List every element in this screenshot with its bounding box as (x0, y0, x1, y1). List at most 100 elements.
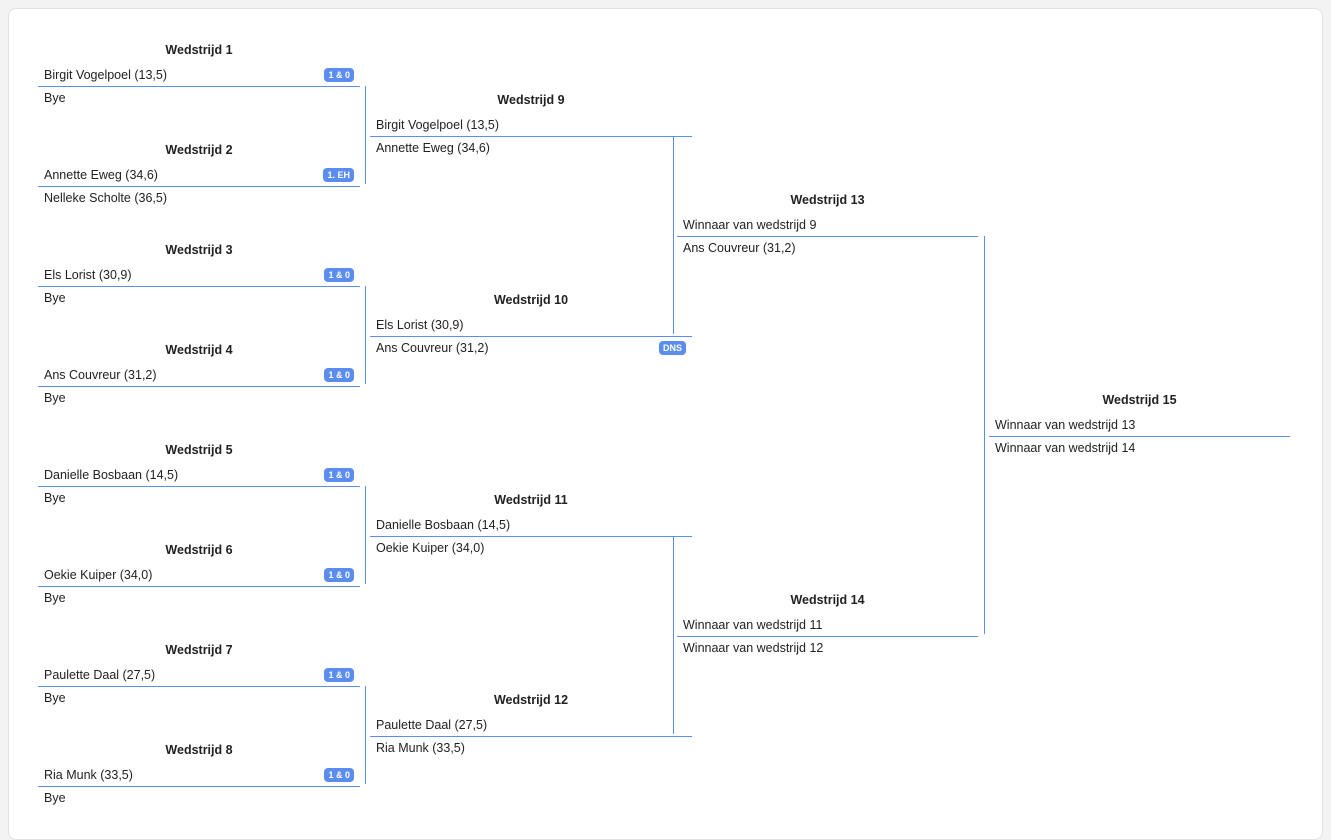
match-8[interactable]: Wedstrijd 8 Ria Munk (33,5) 1 & 0 Bye (38, 741, 360, 807)
player-slot-1[interactable]: Danielle Bosbaan (14,5) (370, 514, 692, 536)
match-10[interactable]: Wedstrijd 10 Els Lorist (30,9) Ans Couvr… (370, 291, 692, 357)
divider (38, 786, 360, 787)
player-name: Ans Couvreur (31,2) (44, 368, 157, 382)
player-slot-2[interactable]: Ria Munk (33,5) (370, 737, 692, 759)
player-slot-2[interactable]: Winnaar van wedstrijd 12 (677, 637, 978, 659)
result-badge: 1 & 0 (324, 768, 354, 782)
bracket-card (8, 8, 1323, 840)
result-badge: DNS (658, 341, 686, 355)
player-slot-2[interactable]: Ans Couvreur (31,2) (677, 237, 978, 259)
player-slot-1[interactable]: Els Lorist (30,9) (370, 314, 692, 336)
player-slot-1[interactable]: Ans Couvreur (31,2)1 & 0 (38, 364, 360, 386)
match-title: Wedstrijd 15 (1102, 393, 1177, 407)
connector-line (365, 86, 366, 184)
match-7[interactable]: Wedstrijd 7 Paulette Daal (27,5)1 & 0 By… (38, 641, 360, 707)
match-3[interactable]: Wedstrijd 3 Els Lorist (30,9) 1 & 0 Bye (38, 241, 360, 307)
player-name: Winnaar van wedstrijd 12 (683, 641, 824, 655)
result-badge: 1 & 0 (324, 568, 354, 582)
player-slot-2[interactable]: Bye (38, 787, 360, 809)
player-slot-2[interactable]: Annette Eweg (34,6) (370, 137, 692, 159)
player-slot-1[interactable]: Ria Munk (33,5) 1 & 0 (38, 764, 360, 786)
player-name: Ria Munk (33,5) (44, 768, 133, 782)
player-name: Annette Eweg (34,6) (376, 141, 490, 155)
match-11[interactable]: Wedstrijd 11 Danielle Bosbaan (14,5) Oek… (370, 491, 692, 557)
player-slot-1[interactable]: Birgit Vogelpoel (13,5)1 & 0 (38, 64, 360, 86)
player-slot-2[interactable]: Nelleke Scholte (36,5) (38, 187, 360, 209)
result-badge: 1 & 0 (324, 268, 354, 282)
player-slot-1[interactable]: Winnaar van wedstrijd 13 (989, 414, 1290, 436)
player-slot-1[interactable]: Paulette Daal (27,5) (370, 714, 692, 736)
player-name: Winnaar van wedstrijd 14 (995, 441, 1136, 455)
player-name: Winnaar van wedstrijd 13 (995, 418, 1136, 432)
match-5[interactable]: Wedstrijd 5 Danielle Bosbaan (14,5) 1 & 0… (38, 441, 360, 507)
player-name: Ria Munk (33,5) (376, 741, 465, 755)
divider (677, 636, 978, 637)
player-slot-1[interactable]: Paulette Daal (27,5)1 & 0 (38, 664, 360, 686)
player-name: Danielle Bosbaan (14,5) (376, 518, 511, 532)
player-slot-1[interactable]: Annette Eweg (34,6)1. EH (38, 164, 360, 186)
player-slot-2[interactable]: Oekie Kuiper (34,0) (370, 537, 692, 559)
player-slot-1[interactable]: Oekie Kuiper (34,0) 1 & 0 (38, 564, 360, 586)
match-title: Wedstrijd 4 (165, 343, 233, 357)
connector-line (673, 136, 674, 334)
match-title: Wedstrijd 2 (165, 143, 233, 157)
divider (370, 336, 692, 337)
player-name: Ans Couvreur (31,2) (376, 341, 489, 355)
match-title: Wedstrijd 10 (493, 293, 569, 307)
player-name: Els Lorist (30,9) (376, 318, 464, 332)
player-slot-2[interactable]: Bye (38, 87, 360, 109)
connector-line (365, 486, 366, 584)
match-1[interactable]: Wedstrijd 1 Birgit Vogelpoel (13,5)1 & 0… (38, 41, 360, 107)
player-name: Oekie Kuiper (34,0) (44, 568, 153, 582)
divider (38, 486, 360, 487)
match-12[interactable]: Wedstrijd 12 Paulette Daal (27,5) Ria Mu… (370, 691, 692, 757)
match-13[interactable]: Wedstrijd 13 Winnaar van wedstrijd 9 Ans… (677, 191, 978, 257)
player-slot-2[interactable]: Bye (38, 287, 360, 309)
player-name: Bye (44, 591, 66, 605)
player-slot-1[interactable]: Danielle Bosbaan (14,5) 1 & 0 (38, 464, 360, 486)
match-title: Wedstrijd 7 (165, 643, 233, 657)
player-name: Annette Eweg (34,6) (44, 168, 158, 182)
match-title: Wedstrijd 14 (790, 593, 865, 607)
player-name: Birgit Vogelpoel (13,5) (376, 118, 499, 132)
player-name: Winnaar van wedstrijd 9 (683, 218, 817, 232)
player-slot-2[interactable]: Bye (38, 487, 360, 509)
player-slot-1[interactable]: Winnaar van wedstrijd 11 (677, 614, 978, 636)
divider (38, 686, 360, 687)
match-4[interactable]: Wedstrijd 4 Ans Couvreur (31,2)1 & 0 Bye (38, 341, 360, 407)
player-slot-2[interactable]: Bye (38, 387, 360, 409)
player-slot-2[interactable]: Bye (38, 587, 360, 609)
match-14[interactable]: Wedstrijd 14 Winnaar van wedstrijd 11 Wi… (677, 591, 978, 657)
divider (38, 86, 360, 87)
match-9[interactable]: Wedstrijd 9 Birgit Vogelpoel (13,5) Anne… (370, 91, 692, 157)
player-name: Bye (44, 491, 66, 505)
player-slot-1[interactable]: Els Lorist (30,9) 1 & 0 (38, 264, 360, 286)
divider (38, 286, 360, 287)
match-title: Wedstrijd 8 (165, 743, 233, 757)
result-badge: 1 & 0 (324, 468, 354, 482)
match-15[interactable]: Wedstrijd 15 Winnaar van wedstrijd 13 Wi… (989, 391, 1290, 457)
connector-line (673, 536, 674, 734)
player-slot-2[interactable]: Winnaar van wedstrijd 14 (989, 437, 1290, 459)
player-slot-2[interactable]: Ans Couvreur (31,2) DNS (370, 337, 692, 359)
player-name: Nelleke Scholte (36,5) (44, 191, 167, 205)
player-slot-1[interactable]: Birgit Vogelpoel (13,5) (370, 114, 692, 136)
player-slot-1[interactable]: Winnaar van wedstrijd 9 (677, 214, 978, 236)
match-title: Wedstrijd 13 (790, 193, 865, 207)
divider (677, 236, 978, 237)
player-name: Els Lorist (30,9) (44, 268, 132, 282)
divider (989, 436, 1290, 437)
player-name: Birgit Vogelpoel (13,5) (44, 68, 167, 82)
match-6[interactable]: Wedstrijd 6 Oekie Kuiper (34,0)1 & 0 Bye (38, 541, 360, 607)
divider (38, 586, 360, 587)
match-title: Wedstrijd 3 (165, 243, 233, 257)
player-slot-2[interactable]: Bye (38, 687, 360, 709)
match-title: Wedstrijd 9 (497, 93, 565, 107)
match-2[interactable]: Wedstrijd 2 Annette Eweg (34,6)1. EH Nel… (38, 141, 360, 207)
player-name: Danielle Bosbaan (14,5) (44, 468, 179, 482)
match-title: Wedstrijd 5 (165, 443, 233, 457)
player-name: Bye (44, 391, 66, 405)
player-name: Bye (44, 91, 66, 105)
player-name: Bye (44, 691, 66, 705)
divider (370, 736, 692, 737)
